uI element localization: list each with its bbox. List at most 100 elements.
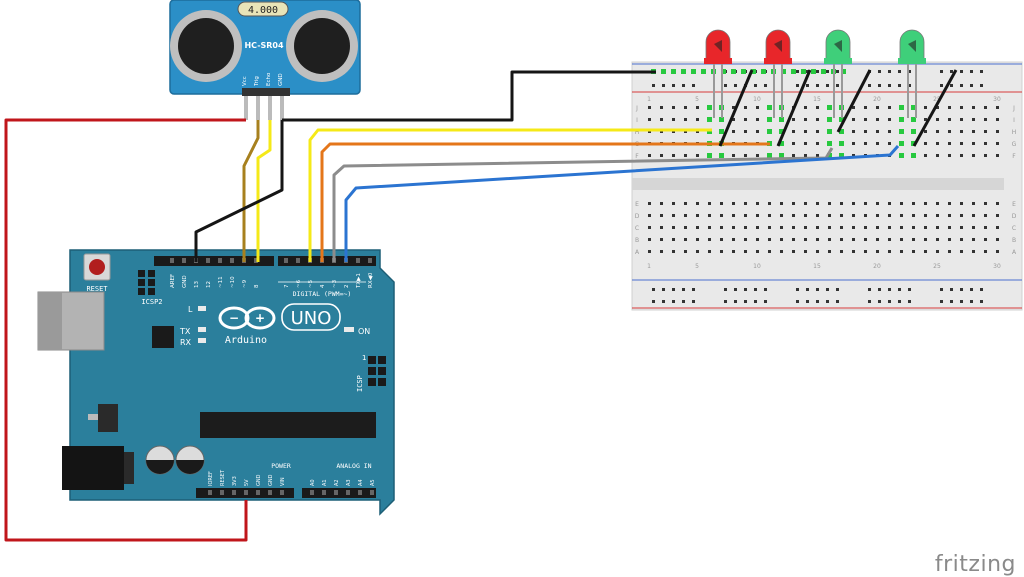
breadboard-hole <box>996 142 999 145</box>
power-analog-header <box>196 488 376 498</box>
led-rx <box>198 338 206 343</box>
connected-hole <box>839 141 844 146</box>
rail-hole <box>672 84 675 87</box>
breadboard-hole <box>708 226 711 229</box>
rail-hole <box>754 288 757 291</box>
connected-hole <box>767 117 772 122</box>
fritzing-watermark: fritzing <box>934 552 1016 577</box>
sensor-pin <box>244 94 248 120</box>
breadboard-hole <box>660 250 663 253</box>
wire-black-breadboard-gnd <box>282 70 656 122</box>
rail-hole <box>796 70 799 73</box>
icsp-pin <box>368 378 376 386</box>
breadboard-hole <box>984 106 987 109</box>
breadboard-hole <box>816 238 819 241</box>
breadboard-hole <box>876 130 879 133</box>
breadboard-hole <box>720 238 723 241</box>
breadboard-hole <box>816 250 819 253</box>
breadboard-hole <box>972 106 975 109</box>
rail-hole <box>980 300 983 303</box>
breadboard-hole <box>768 238 771 241</box>
breadboard-hole <box>792 118 795 121</box>
breadboard-hole <box>984 118 987 121</box>
breadboard-hole <box>804 226 807 229</box>
led-tx <box>198 327 206 332</box>
rail-hole <box>816 84 819 87</box>
breadboard-hole <box>672 226 675 229</box>
rail-hole <box>682 288 685 291</box>
bottom-pin <box>310 490 314 495</box>
breadboard-hole <box>696 226 699 229</box>
breadboard-hole <box>996 202 999 205</box>
breadboard-hole <box>936 214 939 217</box>
breadboard-hole <box>672 106 675 109</box>
column-number: 5 <box>695 263 699 270</box>
rail-hole <box>826 300 829 303</box>
breadboard-hole <box>804 142 807 145</box>
rail-hole <box>940 288 943 291</box>
breadboard-hole <box>696 154 699 157</box>
connected-hole <box>839 117 844 122</box>
breadboard-hole <box>984 238 987 241</box>
breadboard-hole <box>744 130 747 133</box>
breadboard-hole <box>888 250 891 253</box>
connected-hole <box>691 69 696 74</box>
breadboard-hole <box>672 118 675 121</box>
breadboard-hole <box>960 142 963 145</box>
connected-hole <box>899 141 904 146</box>
breadboard-hole <box>792 154 795 157</box>
voltage-regulator <box>98 404 118 432</box>
breadboard-hole <box>876 226 879 229</box>
bottom-pin <box>244 490 248 495</box>
breadboard-hole <box>852 130 855 133</box>
breadboard-hole <box>684 250 687 253</box>
rail-hole <box>970 70 973 73</box>
breadboard-hole <box>660 202 663 205</box>
digital-pin-label: 2 <box>344 285 350 289</box>
rail-hole <box>734 84 737 87</box>
breadboard-hole <box>804 118 807 121</box>
connected-hole <box>707 117 712 122</box>
breadboard-hole <box>888 106 891 109</box>
power-pin-label: RESET <box>220 469 226 486</box>
breadboard-hole <box>888 238 891 241</box>
breadboard-hole <box>756 106 759 109</box>
rail-hole <box>744 300 747 303</box>
breadboard-hole <box>960 130 963 133</box>
rail-hole <box>754 300 757 303</box>
breadboard-hole <box>876 214 879 217</box>
rail-hole <box>836 84 839 87</box>
digital-pin-label: ~6 <box>296 279 302 288</box>
breadboard-hole <box>804 154 807 157</box>
breadboard-hole <box>864 214 867 217</box>
breadboard-hole <box>744 106 747 109</box>
rail-hole <box>940 70 943 73</box>
breadboard-hole <box>804 250 807 253</box>
breadboard-hole <box>996 250 999 253</box>
connected-hole <box>767 105 772 110</box>
breadboard-hole <box>936 250 939 253</box>
breadboard-hole <box>840 226 843 229</box>
connected-hole <box>671 69 676 74</box>
column-number: 30 <box>993 263 1001 270</box>
uno-label: UNO <box>291 308 332 329</box>
column-number: 15 <box>813 263 821 270</box>
breadboard-hole <box>792 238 795 241</box>
connected-hole <box>821 69 826 74</box>
breadboard-hole <box>672 214 675 217</box>
breadboard-hole <box>732 250 735 253</box>
rail-hole <box>908 300 911 303</box>
breadboard-hole <box>852 154 855 157</box>
header-strip <box>278 256 376 266</box>
rail-hole <box>888 288 891 291</box>
rail-hole <box>672 300 675 303</box>
rail-hole <box>898 300 901 303</box>
digital-pin-label: AREF <box>170 274 176 288</box>
breadboard-hole <box>864 130 867 133</box>
row-letter: I <box>1013 117 1015 124</box>
wire-brown-trig <box>242 120 260 262</box>
connected-hole <box>839 153 844 158</box>
breadboard-hole <box>756 250 759 253</box>
